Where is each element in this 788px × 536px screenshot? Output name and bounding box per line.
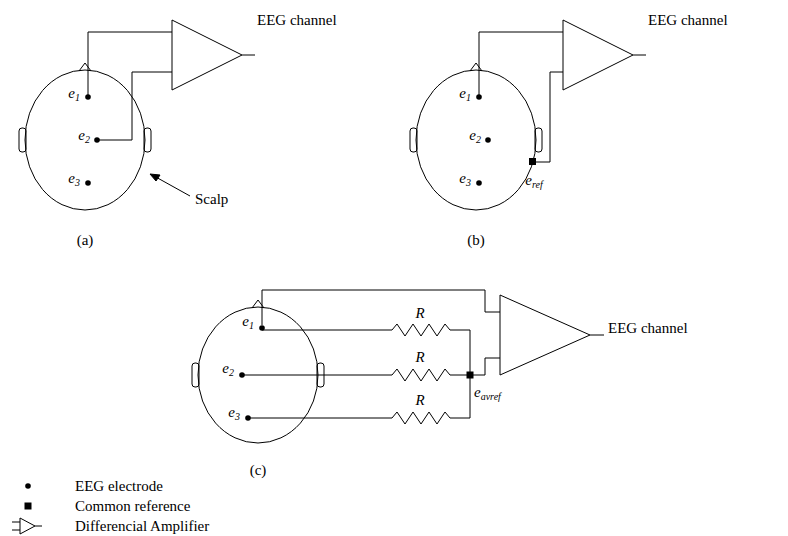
electrode-label: e3 xyxy=(228,403,240,421)
wire-a-e1 xyxy=(88,32,172,97)
reference-label: eref xyxy=(525,171,542,189)
wire-a-e2 xyxy=(97,72,172,140)
reference-label: eavref xyxy=(474,383,501,401)
channel-label: EEG channel xyxy=(257,11,337,29)
electrode-dots xyxy=(25,94,537,509)
channel-label: EEG channel xyxy=(608,319,688,337)
electrode-label: e3 xyxy=(459,169,471,187)
wire-b-ref xyxy=(533,72,563,162)
legend-square xyxy=(25,503,32,510)
electrode-label: e1 xyxy=(68,84,80,102)
scalp-leader xyxy=(154,176,190,196)
electrode-label: e1 xyxy=(242,312,254,330)
amplifier-c xyxy=(500,295,590,375)
electrode-label: e2 xyxy=(78,126,90,144)
wire-c-e2 xyxy=(242,375,385,376)
legend-dot xyxy=(25,483,31,489)
resistor-label: R xyxy=(415,304,424,322)
wire-c-e3 xyxy=(248,418,385,419)
legend-text: Common reference xyxy=(75,497,190,515)
legend-amplifier-symbol xyxy=(20,518,35,534)
subfigure-label: (c) xyxy=(250,461,267,479)
subfigure-label: (a) xyxy=(77,231,94,249)
resistor-label: R xyxy=(415,348,424,366)
electrode-label: e2 xyxy=(469,126,481,144)
resistor-symbol xyxy=(385,324,470,424)
average-reference-square xyxy=(467,372,474,379)
amplifier-b xyxy=(563,20,633,90)
head-a xyxy=(19,63,151,210)
reference-square xyxy=(529,158,536,165)
wire-c-e1-direct xyxy=(262,290,500,325)
electrode-label: e1 xyxy=(459,84,471,102)
electrode-label: e3 xyxy=(68,169,80,187)
legend-text: Differencial Amplifier xyxy=(75,517,209,535)
subfigure-label: (b) xyxy=(467,231,485,249)
resistor-label: R xyxy=(415,391,424,409)
wire-c-e1 xyxy=(262,330,385,331)
electrode-label: e2 xyxy=(222,359,234,377)
callout-label: Scalp xyxy=(195,190,228,208)
head-c xyxy=(192,300,324,443)
head-b xyxy=(410,63,542,210)
wire-c-avref xyxy=(470,358,500,375)
channel-label: EEG channel xyxy=(648,11,728,29)
amplifier-a xyxy=(172,20,242,90)
legend-text: EEG electrode xyxy=(75,477,163,495)
